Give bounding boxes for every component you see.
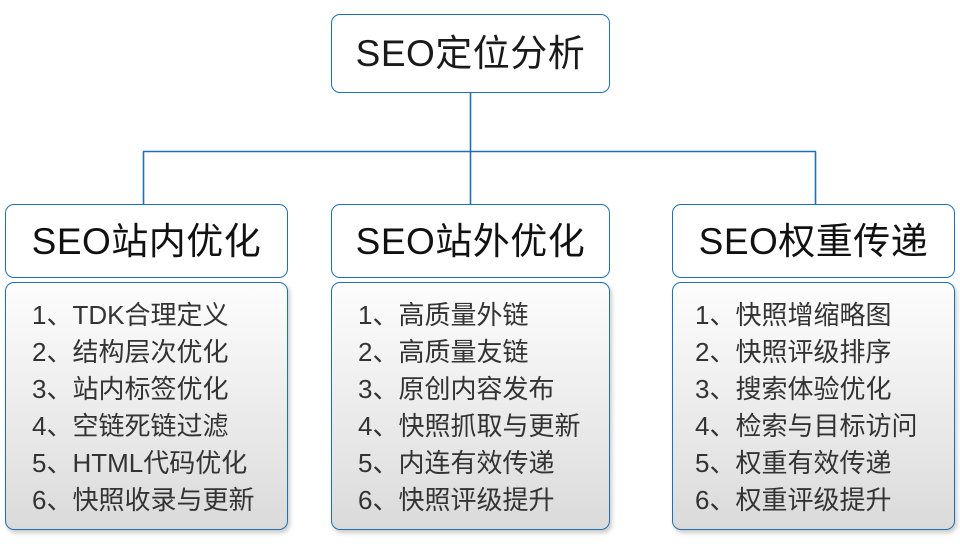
list-item: 4、检索与目标访问 [695, 411, 918, 441]
list-item: 4、空链死链过滤 [32, 411, 229, 441]
list-item: 1、TDK合理定义 [32, 300, 229, 330]
branch-column-3: SEO权重传递 1、快照增缩略图 2、快照评级排序 3、搜索体验优化 4、检索与… [672, 204, 955, 530]
list-item: 5、HTML代码优化 [32, 448, 248, 478]
branch-header-title-1: SEO站内优化 [31, 220, 262, 262]
branch-header-3[interactable]: SEO权重传递 [672, 204, 955, 278]
list-item: 1、快照增缩略图 [695, 300, 892, 330]
branch-body-2: 1、高质量外链 2、高质量友链 3、原创内容发布 4、快照抓取与更新 5、内连有… [331, 282, 610, 530]
list-item: 6、快照评级提升 [358, 485, 555, 515]
list-item: 4、快照抓取与更新 [358, 411, 581, 441]
branch-column-2: SEO站外优化 1、高质量外链 2、高质量友链 3、原创内容发布 4、快照抓取与… [331, 204, 610, 530]
list-item: 6、权重评级提升 [695, 485, 892, 515]
list-item: 3、站内标签优化 [32, 374, 229, 404]
list-item: 2、高质量友链 [358, 337, 529, 367]
branch-item-list-2: 1、高质量外链 2、高质量友链 3、原创内容发布 4、快照抓取与更新 5、内连有… [332, 297, 609, 519]
list-item: 1、高质量外链 [358, 300, 529, 330]
list-item: 2、快照评级排序 [695, 337, 892, 367]
list-item: 2、结构层次优化 [32, 337, 229, 367]
branch-header-title-3: SEO权重传递 [698, 220, 929, 262]
list-item: 3、原创内容发布 [358, 374, 555, 404]
branch-body-3: 1、快照增缩略图 2、快照评级排序 3、搜索体验优化 4、检索与目标访问 5、权… [672, 282, 955, 530]
branch-header-2[interactable]: SEO站外优化 [331, 204, 610, 278]
list-item: 5、权重有效传递 [695, 448, 892, 478]
list-item: 5、内连有效传递 [358, 448, 555, 478]
list-item: 3、搜索体验优化 [695, 374, 892, 404]
root-node-title: SEO定位分析 [355, 33, 586, 74]
branch-body-1: 1、TDK合理定义 2、结构层次优化 3、站内标签优化 4、空链死链过滤 5、H… [5, 282, 288, 530]
root-node[interactable]: SEO定位分析 [331, 14, 610, 93]
branch-item-list-1: 1、TDK合理定义 2、结构层次优化 3、站内标签优化 4、空链死链过滤 5、H… [6, 297, 287, 519]
branch-item-list-3: 1、快照增缩略图 2、快照评级排序 3、搜索体验优化 4、检索与目标访问 5、权… [673, 297, 954, 519]
list-item: 6、快照收录与更新 [32, 485, 255, 515]
branch-column-1: SEO站内优化 1、TDK合理定义 2、结构层次优化 3、站内标签优化 4、空链… [5, 204, 288, 530]
branch-header-title-2: SEO站外优化 [355, 220, 586, 262]
branch-header-1[interactable]: SEO站内优化 [5, 204, 288, 278]
